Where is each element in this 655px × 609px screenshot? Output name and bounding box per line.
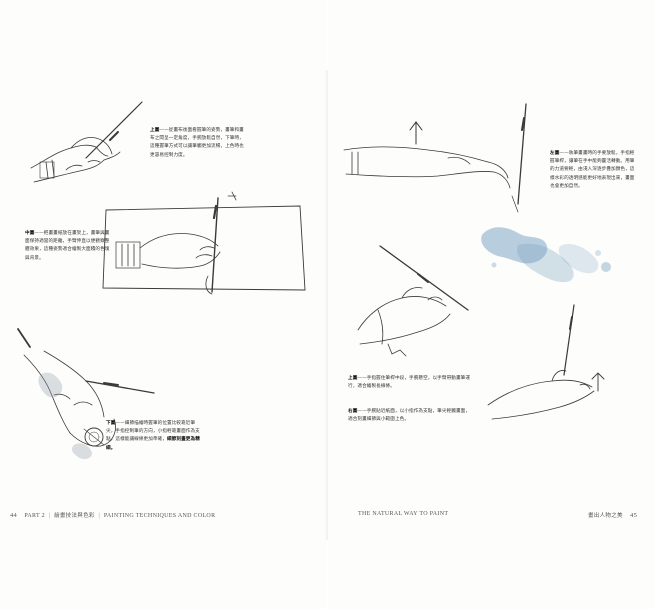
caption-label: 上圖: [348, 376, 358, 381]
page-number-left: 44: [10, 512, 18, 519]
hand-sketch-bottom-right: [487, 304, 605, 420]
left-page: 上圖——從畫布後面看握筆的姿勢，畫筆和畫布之間呈一定角度，手腕放鬆自然，下筆時，…: [0, 0, 327, 609]
right-page-footer-number: 畫出人物之美 45: [588, 511, 637, 519]
hand-sketch-bottom-left: [17, 328, 155, 460]
caption-text: ——從畫布後面看握筆的姿勢，畫筆和畫布之間呈一定角度，手腕放鬆自然，下筆時，這種…: [150, 128, 244, 158]
caption-bottom-left: 下圖——細節描繪時握筆的位置比較靠近筆尖，手指控制筆的方向，小指輕靠畫面作為支點…: [106, 420, 204, 453]
page-gutter: [325, 70, 330, 540]
caption-label: 上圖: [150, 128, 160, 133]
hand-sketch-middle-left: [102, 191, 306, 295]
caption-label: 中圖: [25, 231, 35, 236]
caption-top-right: 左圖——執筆畫畫時的手要放鬆，手指輕握筆桿，讓筆在手中能夠靈活轉動。用筆的力道要…: [550, 150, 635, 191]
caption-text: ——細節描繪時握筆的位置比較靠近筆尖，手指控制筆的方向，小指輕靠畫面作為支點，這…: [106, 421, 200, 443]
hand-sketch-top-right: [343, 103, 527, 213]
caption-text: ——把畫畫紙放在畫架上，畫筆與畫面保持適當的距離，手臂伸直以便觀察整體效果，這種…: [25, 231, 110, 261]
right-page: 左圖——執筆畫畫時的手要放鬆，手指輕握筆桿，讓筆在手中能夠靈活轉動。用筆的力道要…: [328, 0, 655, 609]
caption-middle-right: 上圖——手指握住筆桿中段，手腕懸空，以手臂帶動畫筆運行，適合繪製長線條。: [348, 375, 473, 391]
footer-separator: |: [98, 513, 101, 519]
right-page-footer-title: THE NATURAL WAY TO PAINT: [358, 511, 448, 517]
book-title-cn: 畫出人物之美: [588, 513, 623, 519]
page-number-right: 45: [630, 512, 638, 519]
caption-middle-left: 中圖——把畫畫紙放在畫架上，畫筆與畫面保持適當的距離，手臂伸直以便觀察整體效果，…: [25, 230, 113, 263]
caption-top-left: 上圖——從畫布後面看握筆的姿勢，畫筆和畫布之間呈一定角度，手腕放鬆自然，下筆時，…: [150, 127, 248, 160]
caption-text: ——執筆畫畫時的手要放鬆，手指輕握筆桿，讓筆在手中能夠靈活轉動。用筆的力道要輕，…: [550, 151, 635, 189]
part-title-cn: 繪畫技法與色彩: [54, 513, 95, 519]
footer-separator: |: [48, 513, 51, 519]
part-title-en: PAINTING TECHNIQUES AND COLOR: [103, 513, 216, 519]
caption-label: 右圖: [348, 409, 358, 414]
watercolor-splash: [481, 227, 611, 283]
book-title-en: THE NATURAL WAY TO PAINT: [358, 511, 449, 517]
hand-sketch-top-left: [30, 101, 143, 183]
caption-bottom-right: 右圖——手腕貼近紙面，以小指作為支點，筆尖輕觸畫面，適合刻畫細節與小範圍上色。: [348, 408, 473, 424]
caption-tail: 細節刻畫更為精細。: [106, 437, 200, 451]
caption-label: 下圖: [106, 421, 116, 426]
caption-text: ——手腕貼近紙面，以小指作為支點，筆尖輕觸畫面，適合刻畫細節與小範圍上色。: [348, 409, 471, 423]
left-page-footer: 44 PART 2 | 繪畫技法與色彩 | PAINTING TECHNIQUE…: [10, 511, 215, 519]
caption-label: 左圖: [550, 151, 560, 156]
part-label: PART 2: [24, 513, 45, 519]
hand-sketch-middle-right: [357, 245, 469, 357]
caption-text: ——手指握住筆桿中段，手腕懸空，以手臂帶動畫筆運行，適合繪製長線條。: [348, 376, 471, 390]
